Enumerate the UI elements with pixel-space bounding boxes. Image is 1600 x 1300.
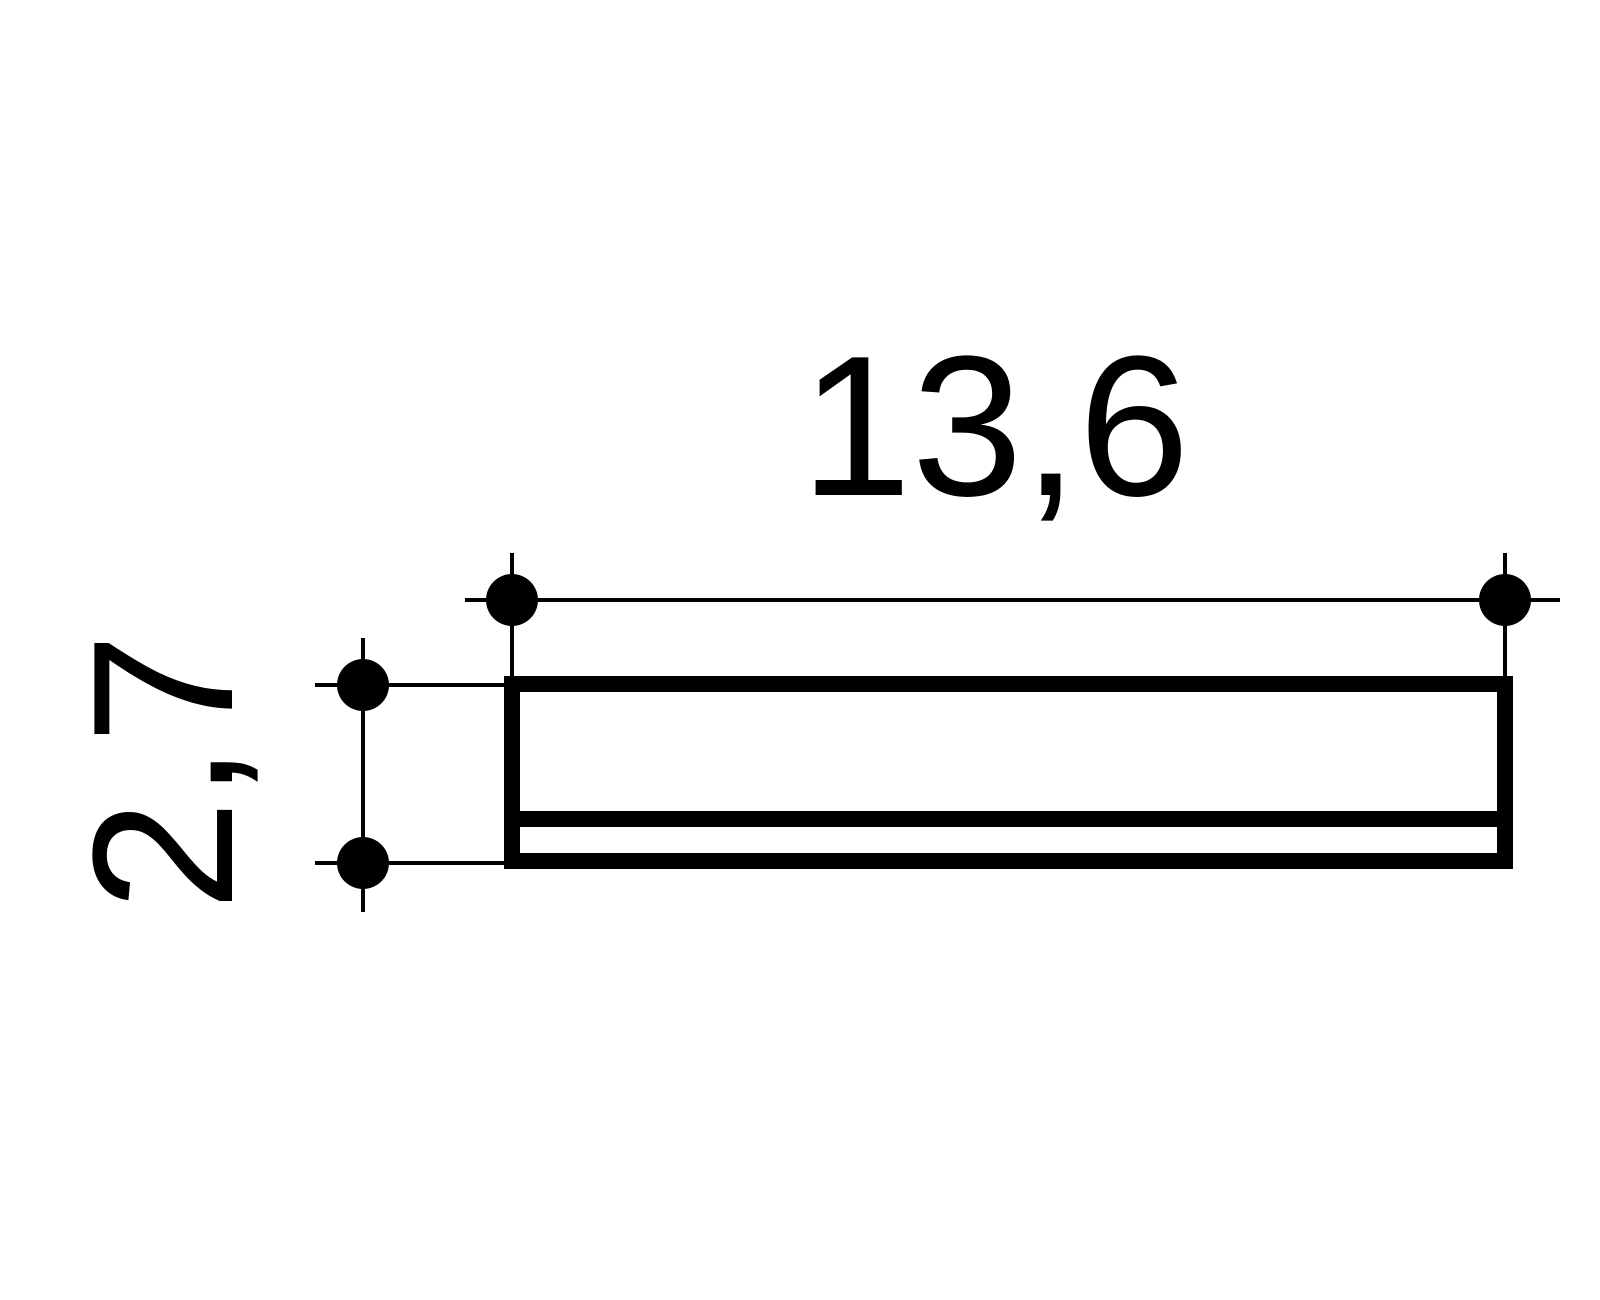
height-dimension-bottom-dot [337,837,389,889]
width-dimension-line [465,553,1560,680]
height-dimension-label: 2,7 [52,633,275,911]
width-dimension-end-dot [1479,574,1531,626]
width-dimension-label: 13,6 [800,315,1189,538]
width-dimension-start-dot [486,574,538,626]
profile-outline [504,676,1513,869]
height-dimension-top-dot [337,659,389,711]
